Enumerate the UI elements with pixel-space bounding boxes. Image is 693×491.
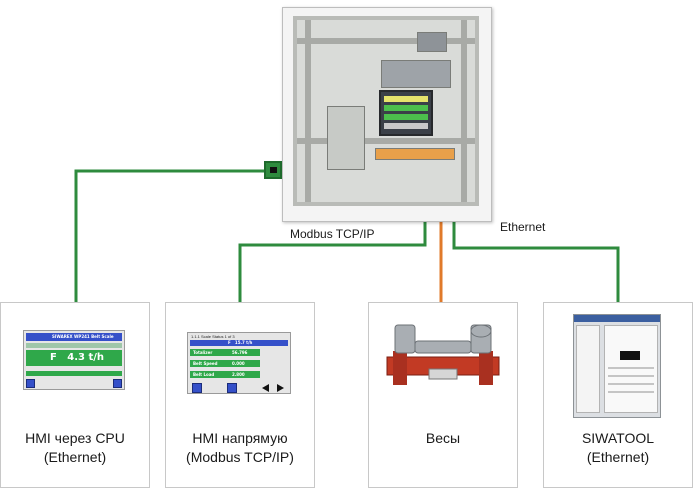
device-caption-line2: (Ethernet) [586,449,650,465]
terminal-block [375,148,455,160]
hmi-direct-top-value: F 15.7 t/h [228,340,253,345]
hmi-cpu-right-button [113,379,122,388]
hmi-direct-screen: 1.1.1 Scale Status 1 of 3 F 15.7 t/h Tot… [187,332,291,394]
hmi-direct-row-value: 56.796 [232,350,248,355]
hmi-cpu-left-button [26,379,35,388]
control-cabinet [282,7,492,222]
hmi-direct-prev-icon [262,384,269,392]
device-caption-line1: Весы [425,430,461,446]
hmi-direct-row-value: 2.800 [232,372,245,377]
hmi-direct-next-icon [277,384,284,392]
device-caption-line1: HMI через CPU [25,430,125,446]
belt-scale-image [386,324,500,385]
device-caption-line2: (Ethernet) [43,449,107,465]
hmi-direct-header: 1.1.1 Scale Status 1 of 3 [191,334,235,339]
ethernet-label: Ethernet [500,220,546,234]
plc-module [381,60,451,88]
power-supply-module [327,106,365,170]
hmi-cpu-screen: SIWAREX WP241 Belt Scale F 4.3 t/h [23,330,125,390]
ethernet-port-icon [264,161,282,179]
device-box-hmi-cpu: SIWAREX WP241 Belt Scale F 4.3 t/h HMI ч… [0,302,150,488]
hmi-direct-row-label: Belt Speed [193,361,218,366]
ethernet-line-hmi-cpu [74,169,264,302]
device-box-hmi-direct: 1.1.1 Scale Status 1 of 3 F 15.7 t/h Tot… [165,302,315,488]
device-caption-line2: (Modbus TCP/IP) [186,449,294,465]
breaker [417,32,447,52]
device-caption-line1: SIWATOOL [581,430,655,446]
modbus-label: Modbus TCP/IP [290,227,375,241]
hmi-cpu-header: SIWAREX WP241 Belt Scale [52,334,114,339]
hmi-direct-home-icon [227,383,237,393]
hmi-direct-row-label: Belt Load [193,372,215,377]
hmi-direct-row-value: 0.000 [232,361,245,366]
device-caption-line1: HMI напрямую [192,430,288,446]
siwatool-screen [573,314,661,418]
cabinet-panel-screen [379,90,433,136]
hmi-cpu-reading: F 4.3 t/h [50,352,105,363]
device-box-siwatool: SIWATOOL (Ethernet) [543,302,693,488]
hmi-direct-row-label: Totalizer [193,350,213,355]
device-box-scale: Весы [368,302,518,488]
hmi-direct-info-button [192,383,202,393]
